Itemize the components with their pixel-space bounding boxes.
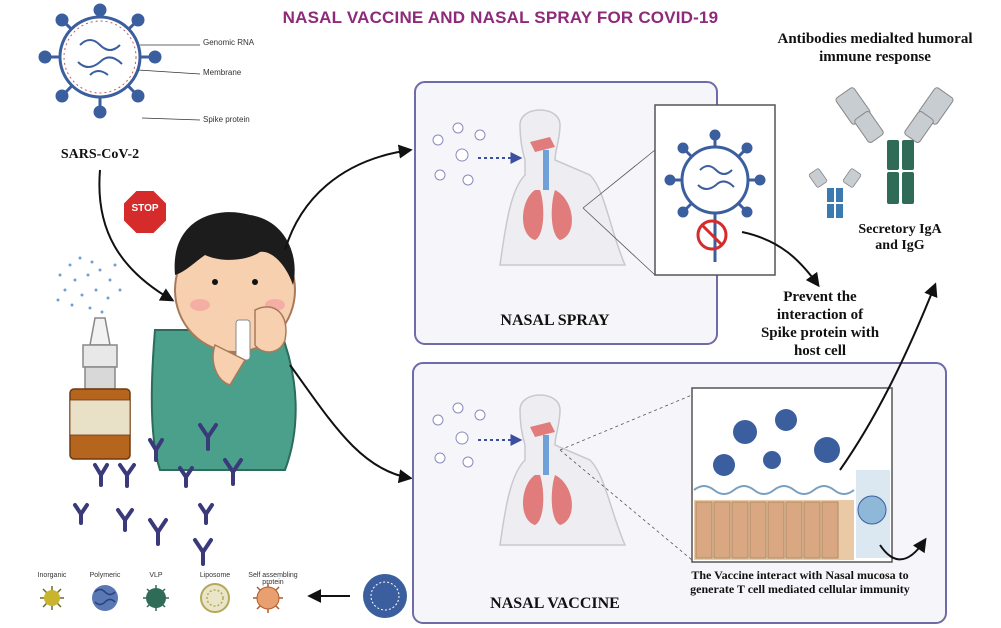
vaccine-particles-icon [432,402,486,468]
nanoparticle-polymeric-icon [92,585,118,611]
virus-label-membrane: Membrane [203,68,242,77]
secretory-iga-igg-label: Secretory IgA and IgG [858,222,942,253]
nasal-spray-bottle-icon [69,317,131,460]
nanoparticle-inorganic-icon [40,586,64,610]
nanoparticle-liposome-icon [200,583,230,613]
nasal-spray-label: NASAL SPRAY [500,312,610,329]
virus-name: SARS-CoV-2 [60,147,140,162]
arrow-virus-to-child [98,169,175,302]
antibody-grey-large-icon [835,87,954,143]
nanoparticle-label-liposome: Liposome [199,572,231,579]
nasal-vaccine-label: NASAL VACCINE [490,595,620,612]
nanoparticle-self-assembling-icon [253,583,283,613]
prevent-interaction-label: Prevent the interaction of Spike protein… [760,289,880,359]
sars-cov-2-virus-icon [38,3,201,121]
nanoparticle-label-polymeric: Polymeric [89,572,121,579]
nanoparticle-label-vlp: VLP [149,572,163,579]
vaccine-mucosa-label: The Vaccine interact with Nasal mucosa t… [690,568,910,596]
antibodies-response-label: Antibodies medialted humoral immune resp… [777,31,973,65]
arrow-vaccine-to-iga [839,282,938,471]
virus-zoom-icon [664,129,766,262]
arrow-mucosa-curve [879,537,927,561]
virus-label-spike-protein: Spike protein [203,115,250,124]
nanoparticle-vlp-icon [143,585,169,611]
mucosa-cells-illustration [693,409,890,560]
arrow-child-to-spray [284,144,413,251]
nanoparticle-label-self-assembling: Self assembling protein [248,572,298,586]
stop-sign-icon [122,189,168,235]
antibody-iga-small-icon [808,168,862,218]
spray-particles-icon [432,122,486,186]
vlp-particle-icon [363,574,407,618]
stop-sign-label: STOP [131,203,159,214]
spray-mist [56,256,122,314]
virus-label-genomic-rna: Genomic RNA [203,38,255,47]
child-using-spray-illustration [150,212,297,471]
arrow-to-prevent [741,231,820,288]
human-lungs-illustration [499,109,627,266]
arrow-child-to-vaccine [289,364,413,484]
human-lungs-illustration-2 [499,394,627,546]
nanoparticle-label-inorganic: Inorganic [37,572,67,579]
diagram-title: NASAL VACCINE AND NASAL SPRAY FOR COVID-… [282,8,719,27]
antibody-igg-green-icon [887,140,914,204]
antibody-cluster-icon [73,423,243,566]
